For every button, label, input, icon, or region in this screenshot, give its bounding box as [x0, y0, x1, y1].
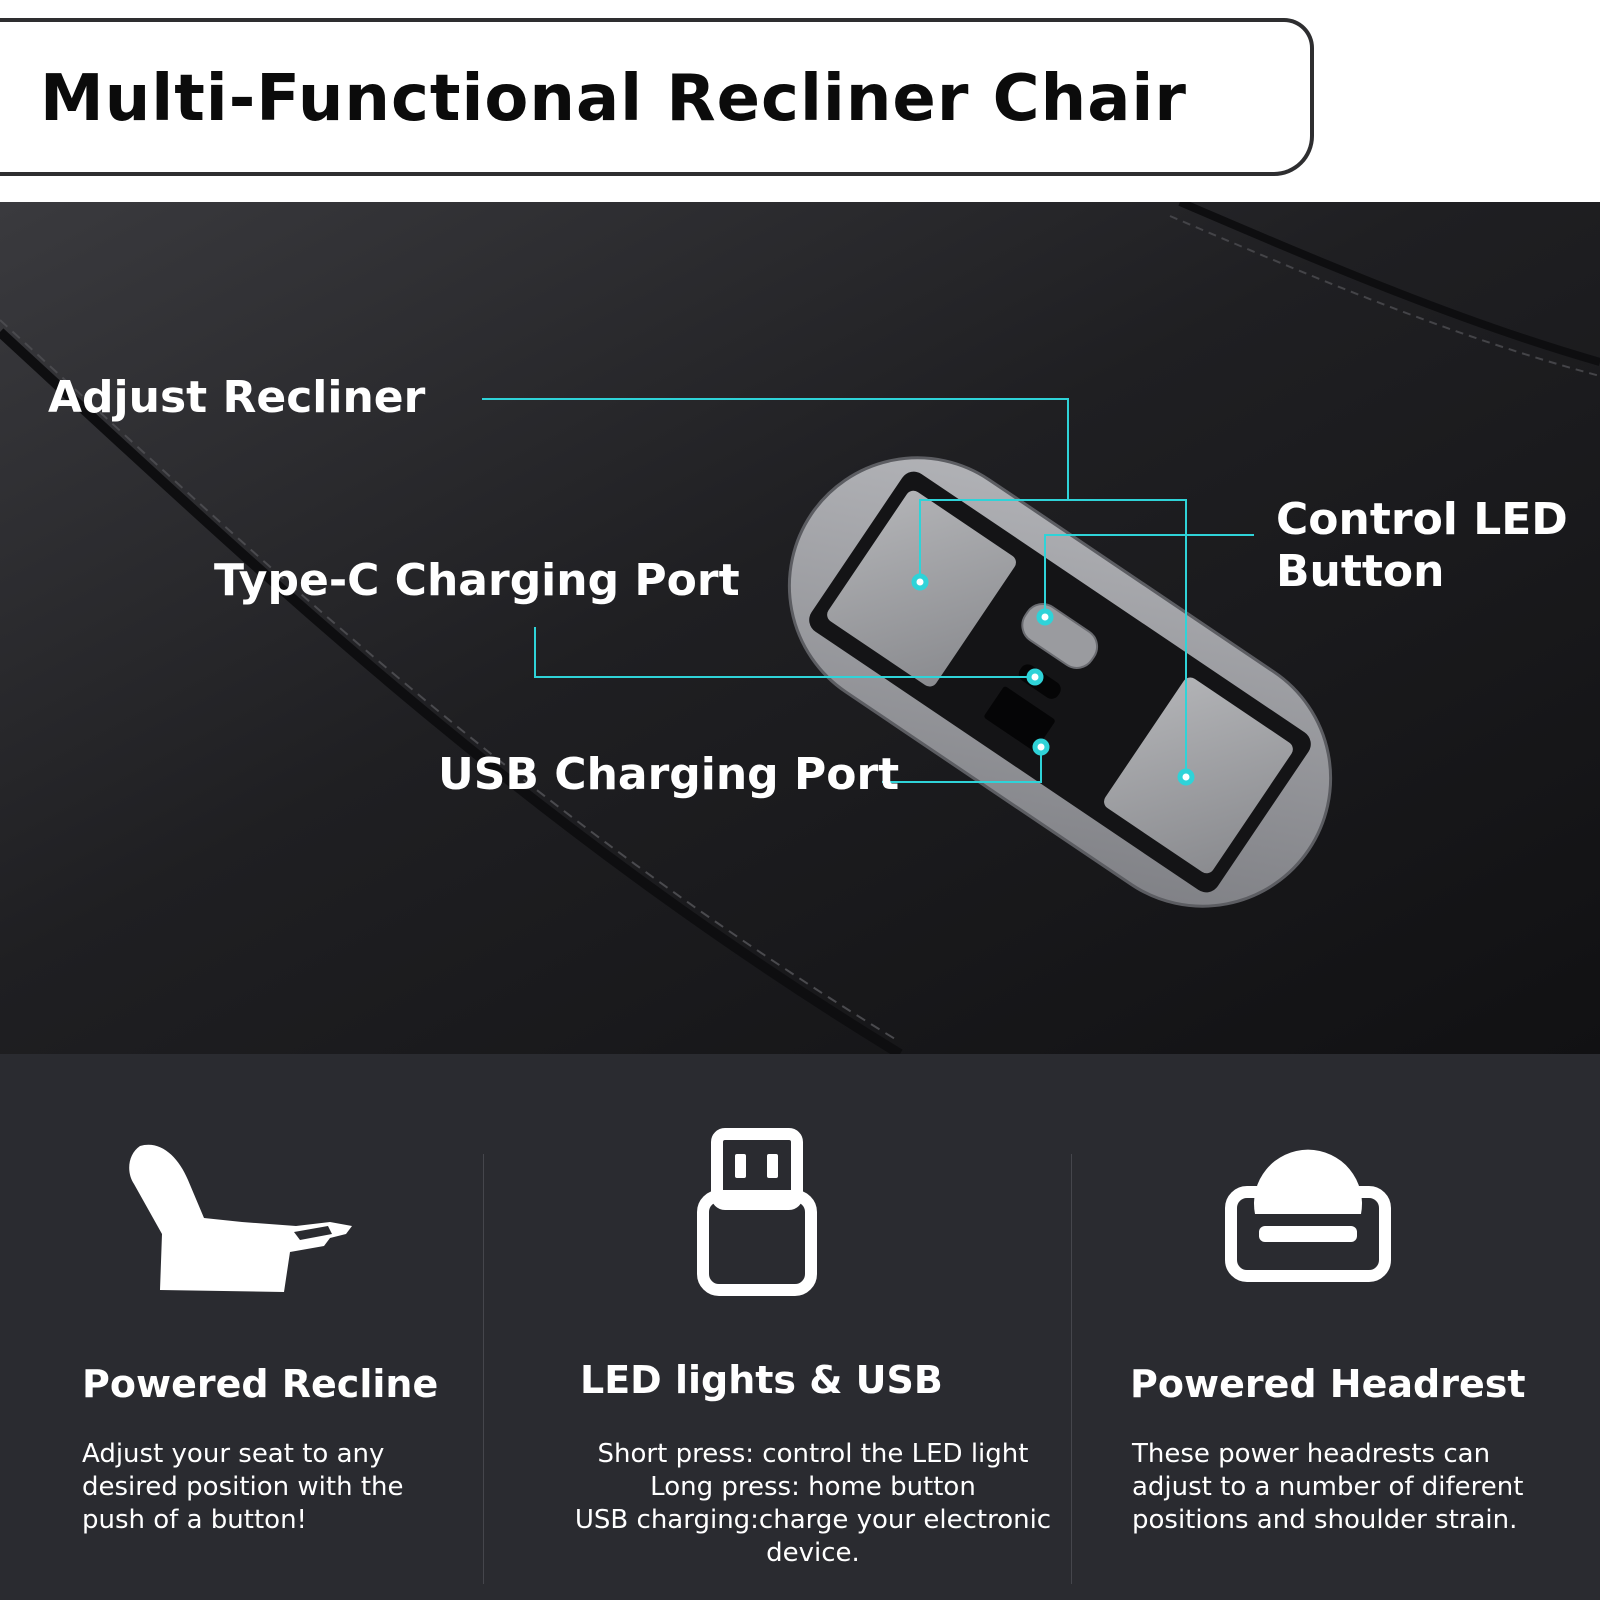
leather-seam-top	[1178, 202, 1600, 366]
leather-seam	[0, 328, 903, 1054]
feature-heading-recline: Powered Recline	[82, 1362, 439, 1406]
callout-control-led-line1: Control LED	[1276, 494, 1568, 545]
recline-key-right	[1104, 677, 1293, 874]
feature-text-recline: Adjust your seat to any desired position…	[82, 1439, 404, 1535]
column-divider	[1071, 1154, 1072, 1584]
callout-usb-port: USB Charging Port	[438, 749, 900, 800]
control-panel-scene	[0, 202, 1600, 1054]
page-title: Multi-Functional Recliner Chair	[40, 62, 1187, 136]
callout-lines	[482, 398, 1254, 783]
feature-heading-led-usb: LED lights & USB	[580, 1358, 943, 1402]
headrest-icon	[1225, 1149, 1391, 1282]
seam-stitching-top	[1169, 215, 1600, 377]
feature-text-headrest: These power headrests can adjust to a nu…	[1132, 1439, 1524, 1535]
usb-stick-icon	[697, 1128, 817, 1296]
title-frame	[0, 18, 1314, 176]
callout-dots	[911, 573, 1195, 786]
header: Multi-Functional Recliner Chair	[0, 0, 1600, 202]
control-panel-photo: Adjust Recliner Type-C Charging Port USB…	[0, 202, 1600, 1054]
recliner-chair-icon	[129, 1144, 352, 1292]
callout-control-led-line2: Button	[1276, 546, 1445, 597]
feature-heading-headrest: Powered Headrest	[1130, 1362, 1526, 1406]
usb-slot	[984, 686, 1055, 751]
callout-type-c-port: Type-C Charging Port	[214, 555, 740, 606]
feature-panel: Powered Recline Adjust your seat to any …	[0, 1054, 1600, 1600]
column-divider	[483, 1154, 484, 1584]
feature-text-led-usb: Short press: control the LED light Long …	[574, 1439, 1052, 1568]
callout-adjust-recliner: Adjust Recliner	[48, 372, 426, 423]
